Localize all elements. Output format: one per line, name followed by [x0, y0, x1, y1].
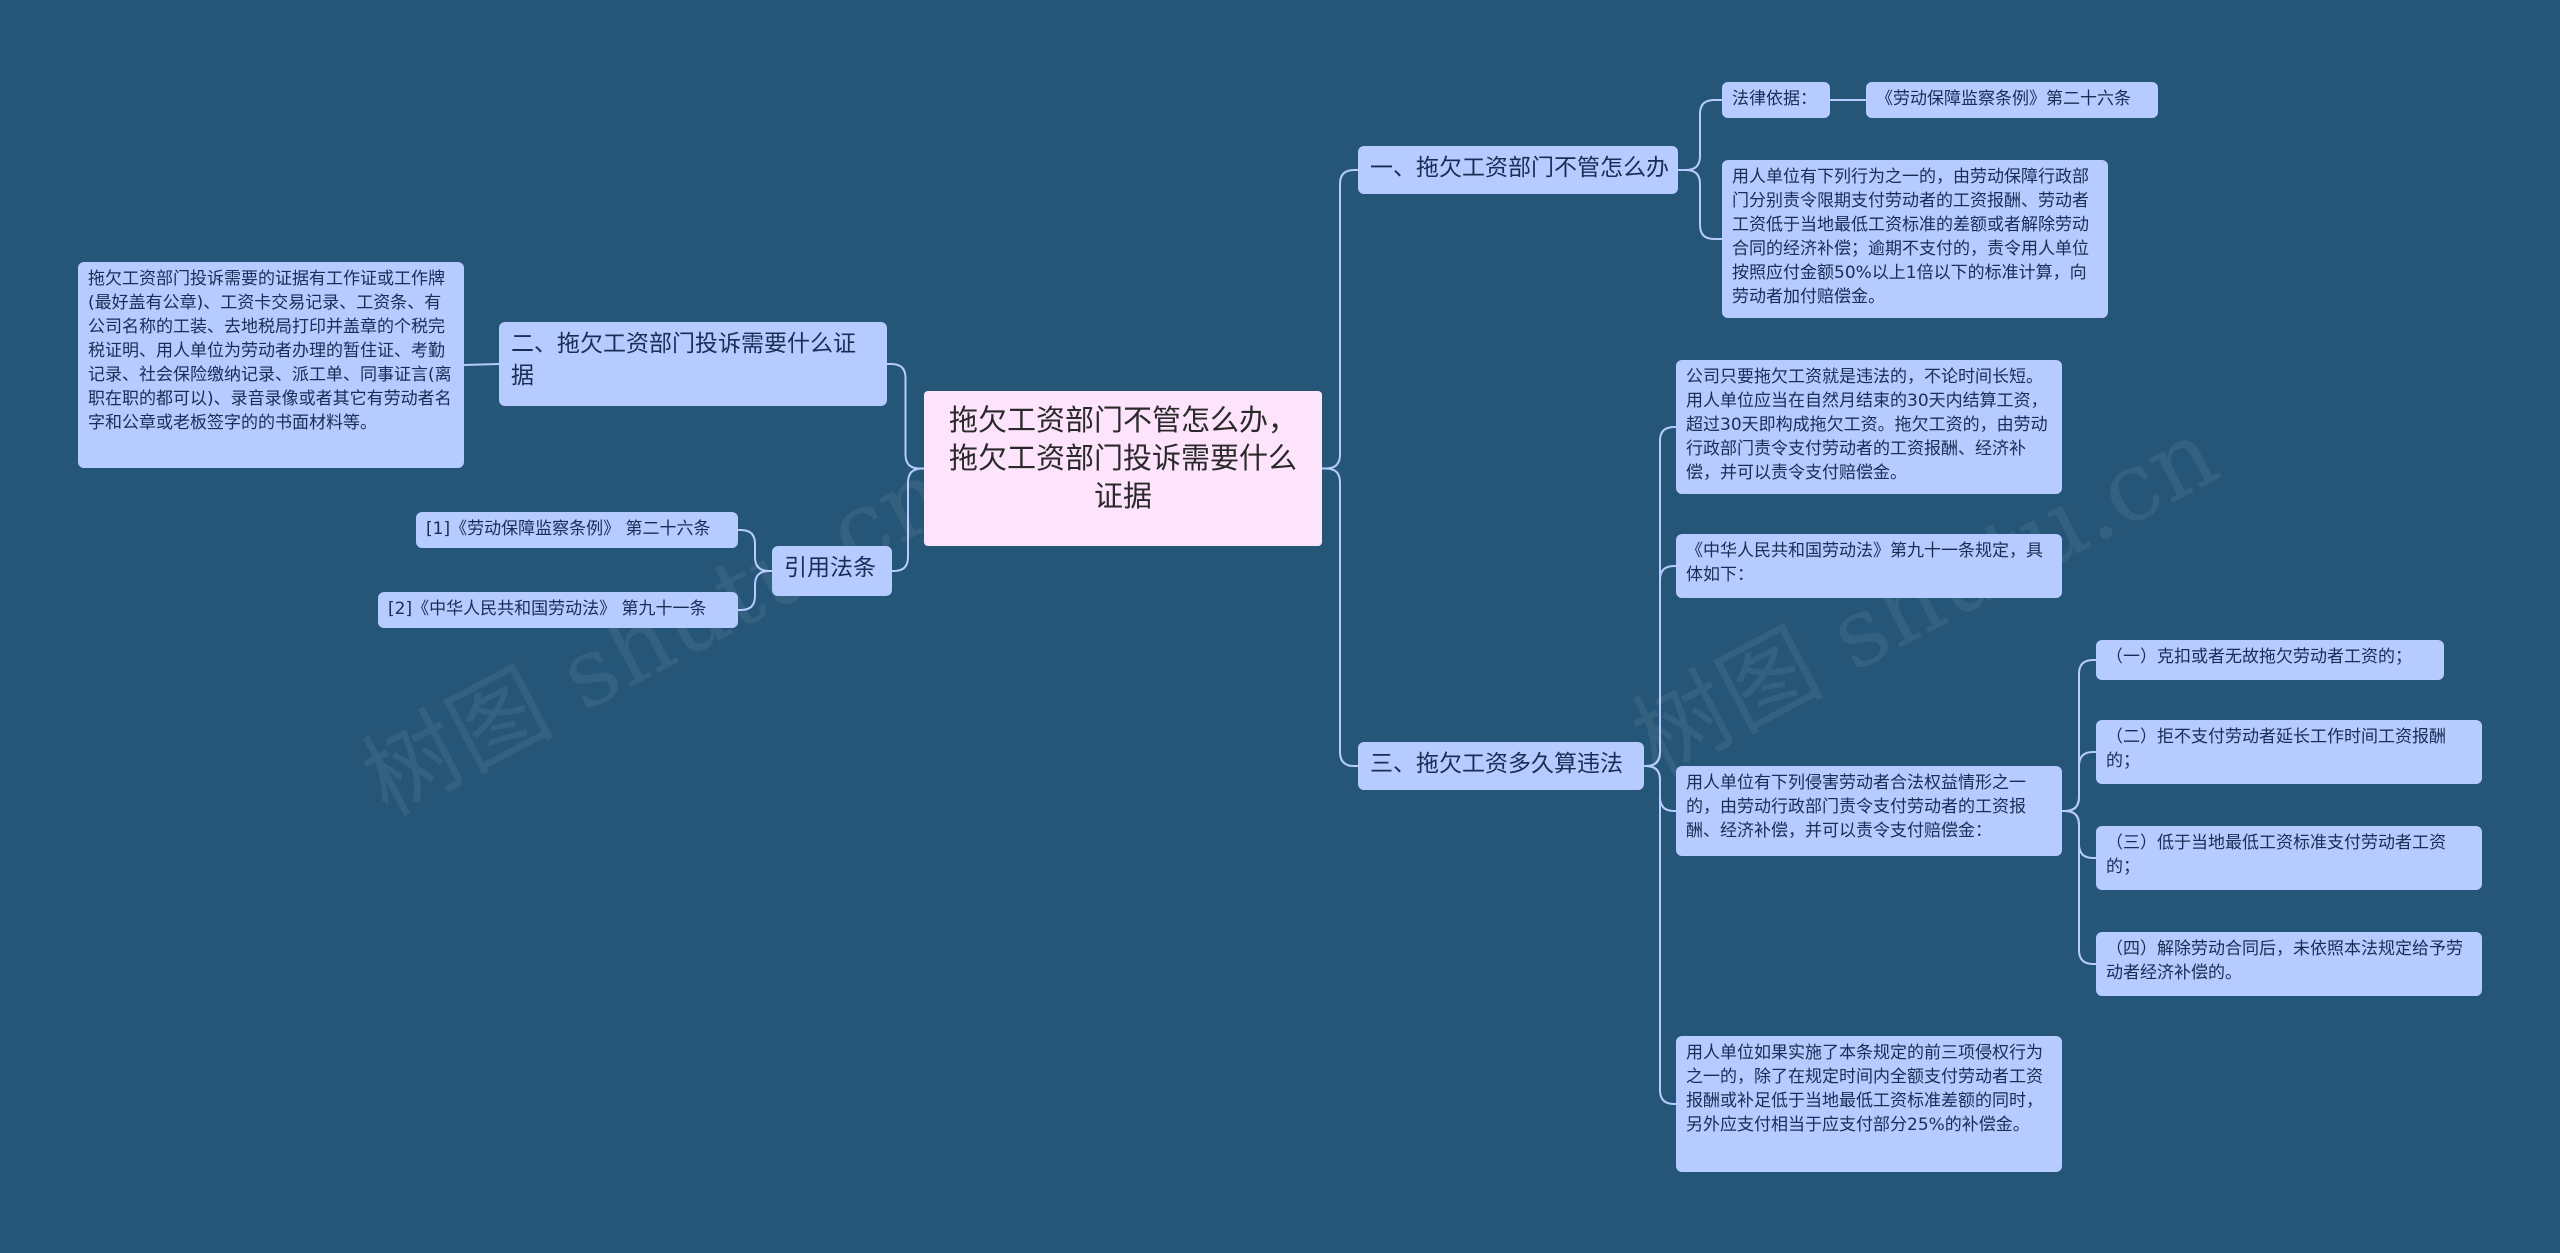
connector-line [1644, 565, 1676, 767]
connector-line [738, 570, 772, 611]
connector-line [1322, 169, 1358, 470]
branch-unpaid-wage-department[interactable]: 一、拖欠工资部门不管怎么办 [1358, 146, 1678, 194]
connector-line [887, 363, 924, 470]
cited-law-1[interactable]: [1]《劳动保障监察条例》 第二十六条 [416, 512, 738, 548]
legal-basis-label[interactable]: 法律依据： [1722, 82, 1830, 118]
connector-line [1678, 99, 1722, 171]
connector-line [2062, 810, 2096, 965]
legal-basis-detail[interactable]: 用人单位有下列行为之一的，由劳动保障行政部门分别责令限期支付劳动者的工资报酬、劳… [1722, 160, 2108, 318]
cited-law-2[interactable]: [2]《中华人民共和国劳动法》 第九十一条 [378, 592, 738, 628]
case-item-2[interactable]: （二）拒不支付劳动者延长工作时间工资报酬的； [2096, 720, 2482, 784]
connector-line [738, 529, 772, 572]
infringement-cases[interactable]: 用人单位有下列侵害劳动者合法权益情形之一的，由劳动行政部门责令支付劳动者的工资报… [1676, 766, 2062, 856]
evidence-detail[interactable]: 拖欠工资部门投诉需要的证据有工作证或工作牌(最好盖有公章)、工资卡交易记录、工资… [78, 262, 464, 468]
connector-line [1644, 765, 1676, 1105]
root-topic[interactable]: 拖欠工资部门不管怎么办，拖欠工资部门投诉需要什么证据 [924, 391, 1322, 546]
case-item-4[interactable]: （四）解除劳动合同后，未依照本法规定给予劳动者经济补偿的。 [2096, 932, 2482, 996]
connector-line [1322, 467, 1358, 767]
case-item-3[interactable]: （三）低于当地最低工资标准支付劳动者工资的； [2096, 826, 2482, 890]
connector-line [1678, 169, 1722, 240]
branch-cited-laws[interactable]: 引用法条 [772, 546, 892, 596]
connector-line [892, 467, 924, 572]
branch-how-long-illegal[interactable]: 三、拖欠工资多久算违法 [1358, 742, 1644, 790]
branch-complaint-evidence[interactable]: 二、拖欠工资部门投诉需要什么证据 [499, 322, 887, 406]
connector-line [463, 363, 500, 366]
illegal-arrears-explanation[interactable]: 公司只要拖欠工资就是违法的，不论时间长短。用人单位应当在自然月结束的30天内结算… [1676, 360, 2062, 494]
compensation-note[interactable]: 用人单位如果实施了本条规定的前三项侵权行为之一的，除了在规定时间内全额支付劳动者… [1676, 1036, 2062, 1172]
connector-line [2062, 751, 2096, 812]
legal-basis-value[interactable]: 《劳动保障监察条例》第二十六条 [1866, 82, 2158, 118]
case-item-1[interactable]: （一）克扣或者无故拖欠劳动者工资的； [2096, 640, 2444, 680]
labor-law-article-91[interactable]: 《中华人民共和国劳动法》第九十一条规定，具体如下： [1676, 534, 2062, 598]
